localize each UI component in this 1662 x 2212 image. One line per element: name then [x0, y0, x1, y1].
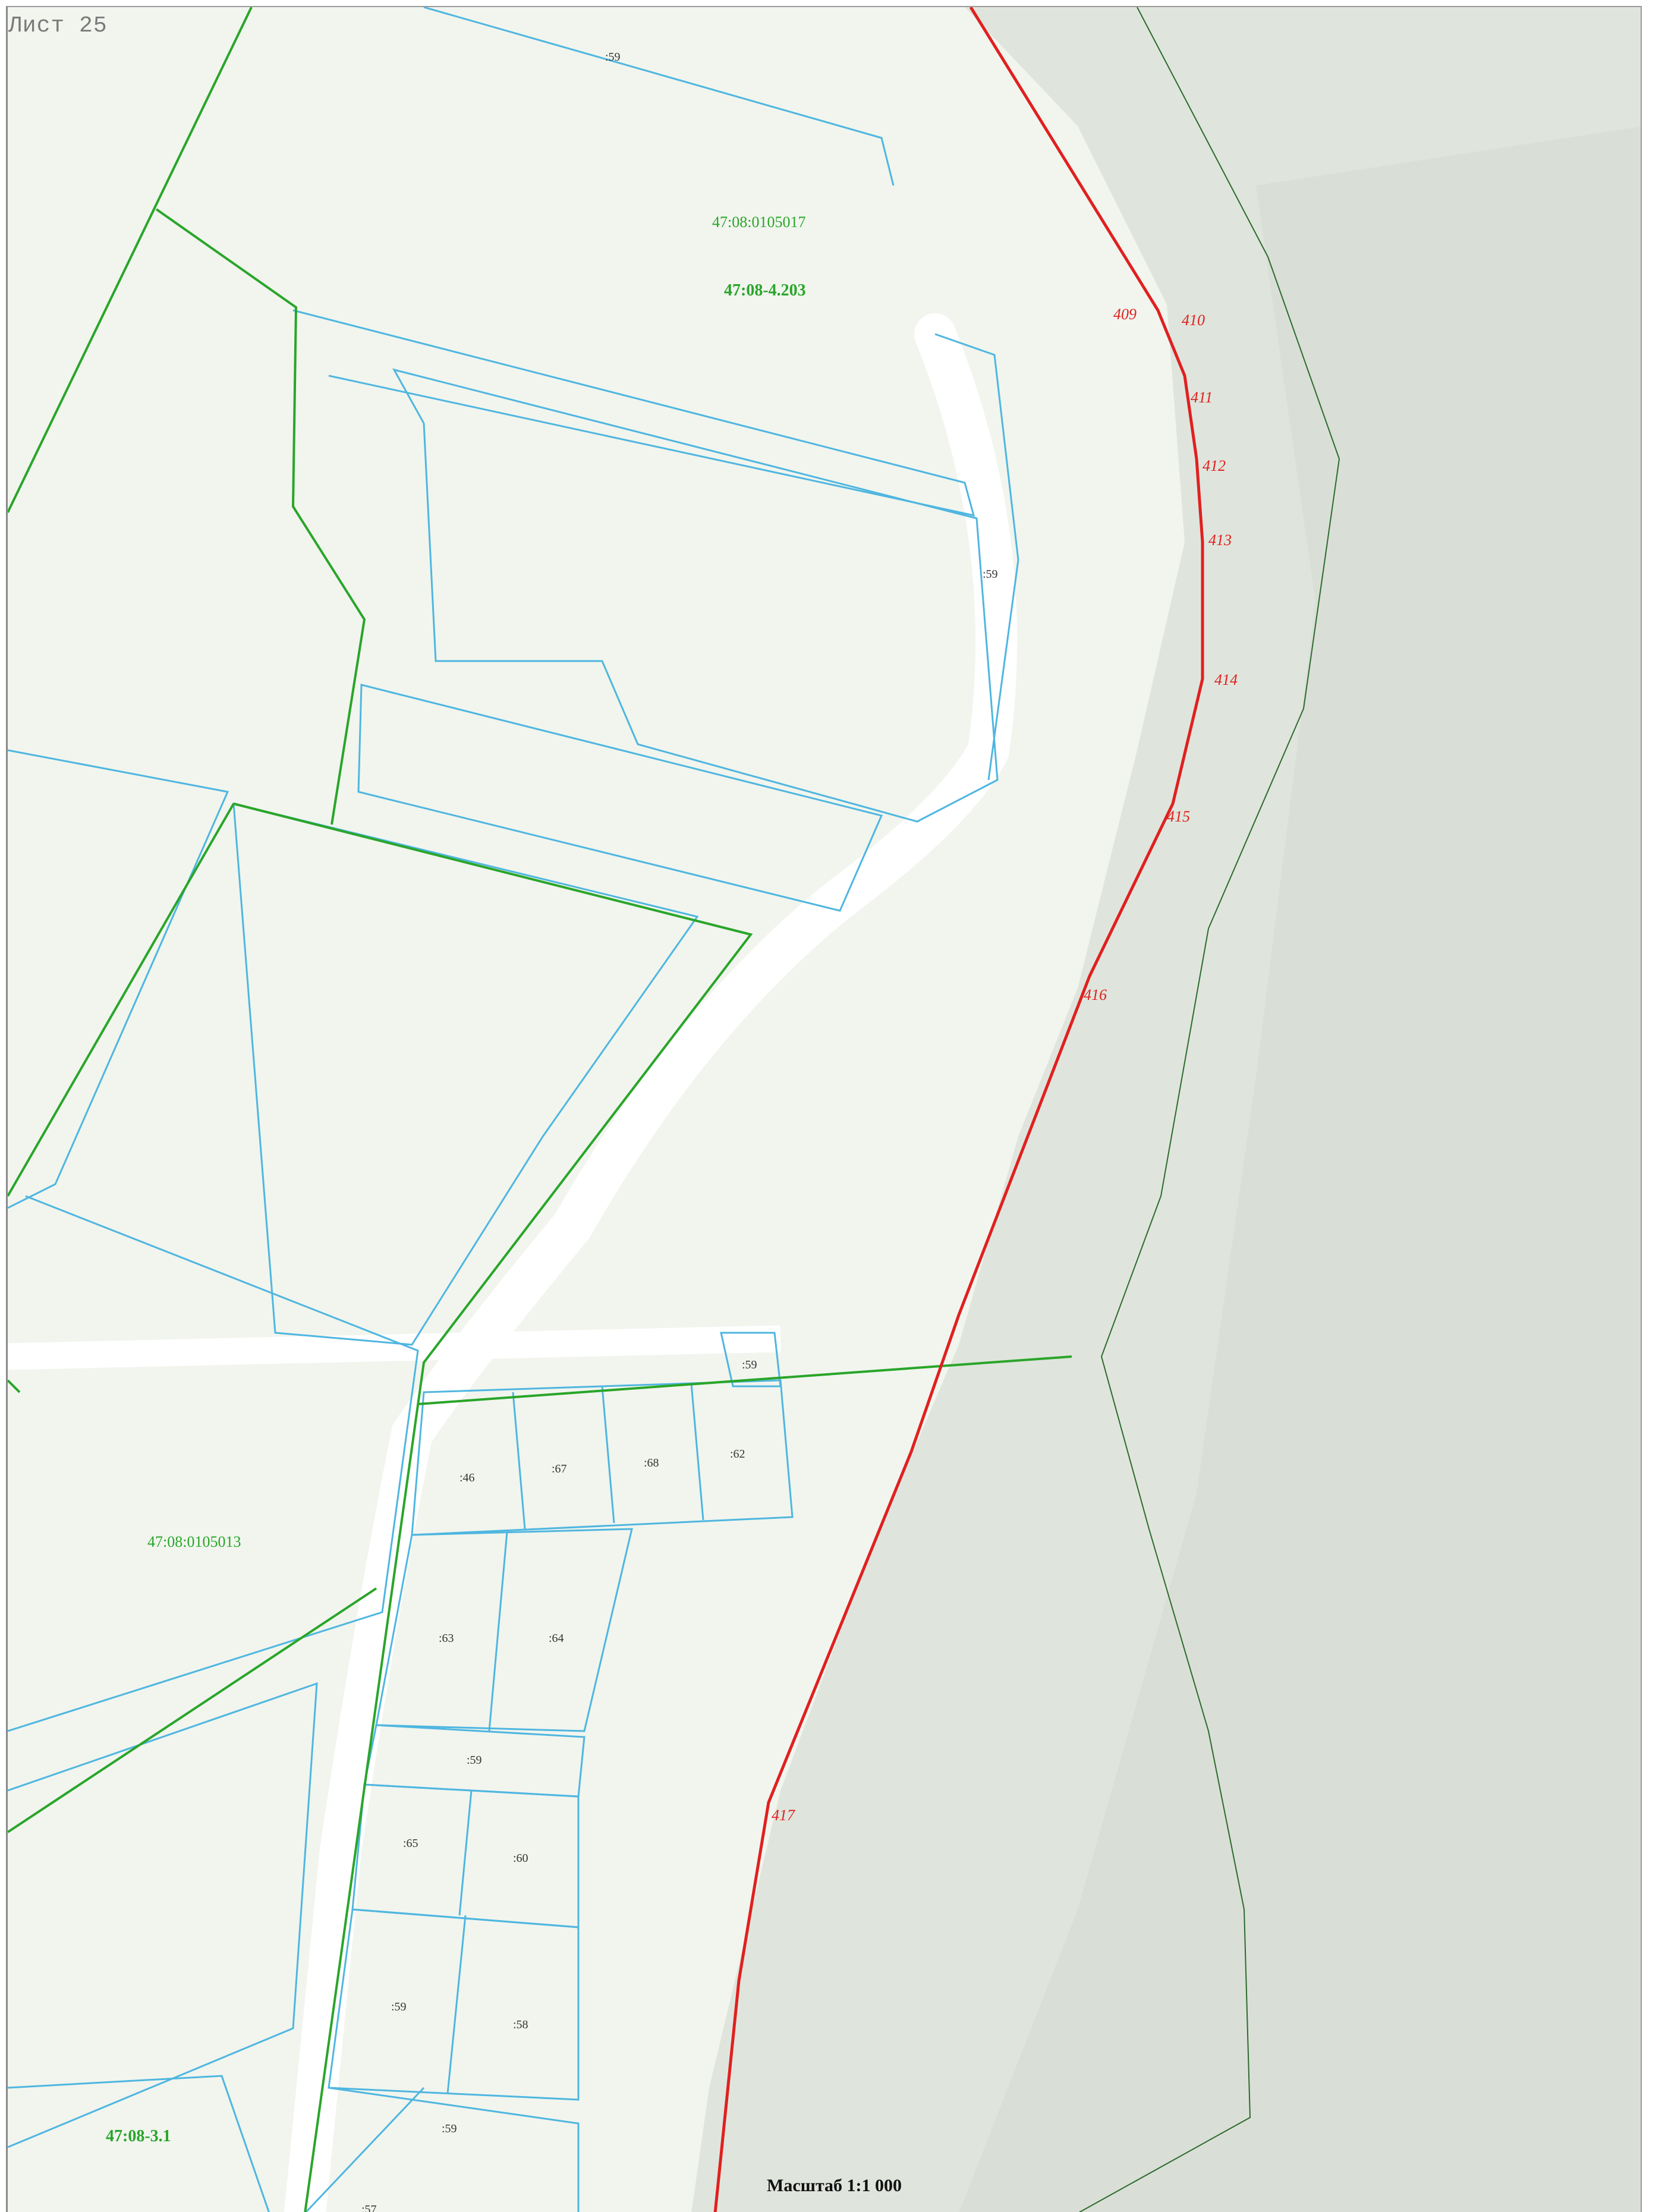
zone-boundaries — [8, 7, 1072, 2212]
parcel-label: :65 — [403, 1837, 418, 1850]
zone-label-3-1: 47:08-3.1 — [106, 2127, 171, 2145]
scale-label: Масштаб 1:1 000 — [767, 2176, 902, 2195]
quarter-label-0105017: 47:08:0105017 — [712, 213, 805, 231]
boundary-point-labels: 409 410 411 412 413 414 415 416 417 — [772, 306, 1238, 1824]
forest-edge-line — [1078, 7, 1340, 2212]
parcel-label: :59 — [742, 1358, 757, 1371]
map-text-labels: 47:08:0105017 47:08:0105013 47:08-4.203 47:… — [106, 51, 998, 2212]
boundary-point-label: 416 — [1084, 986, 1107, 1003]
red-boundary-polyline — [713, 7, 1204, 2212]
parcel-label: :59 — [391, 2000, 407, 2013]
parcel-label: :68 — [644, 1456, 659, 1470]
boundary-point-label: 414 — [1214, 671, 1238, 688]
boundary-point-label: 410 — [1182, 311, 1205, 329]
parcel-label: :58 — [513, 2018, 528, 2031]
boundary-point-label: 409 — [1113, 306, 1137, 323]
red-boundary-line — [713, 7, 1204, 2212]
boundary-point-label: 417 — [772, 1807, 795, 1824]
parcel-label: :59 — [605, 51, 621, 64]
zone-label-4-203: 47:08-4.203 — [724, 281, 806, 300]
boundary-point-label: 415 — [1167, 808, 1190, 825]
map-frame: 409 410 411 412 413 414 415 416 417 47:08:010501… — [6, 6, 1642, 2212]
parcel-label: :59 — [983, 568, 998, 581]
parcel-label: :57 — [361, 2203, 377, 2212]
sheet-number: Лист 25 — [8, 13, 108, 39]
parcel-label: :59 — [467, 1754, 482, 1767]
parcel-label: :64 — [549, 1632, 564, 1645]
boundary-point-label: 413 — [1208, 531, 1232, 549]
parcel-outlines — [8, 7, 1019, 2212]
boundary-point-label: 412 — [1203, 457, 1226, 474]
quarter-label-0105013: 47:08:0105013 — [147, 1533, 241, 1550]
parcel-label: :63 — [439, 1632, 454, 1645]
parcel-label: :60 — [513, 1852, 528, 1865]
parcel-label: :46 — [459, 1471, 475, 1484]
forest-area-deep — [959, 126, 1641, 2212]
parcel-label: :62 — [730, 1448, 745, 1461]
parcel-label: :59 — [442, 2122, 457, 2135]
boundary-point-label: 411 — [1191, 389, 1213, 406]
parcel-label: :67 — [552, 1462, 567, 1475]
cadastral-map: 409 410 411 412 413 414 415 416 417 47:08:010501… — [8, 7, 1641, 2212]
side-road — [8, 1325, 781, 1370]
